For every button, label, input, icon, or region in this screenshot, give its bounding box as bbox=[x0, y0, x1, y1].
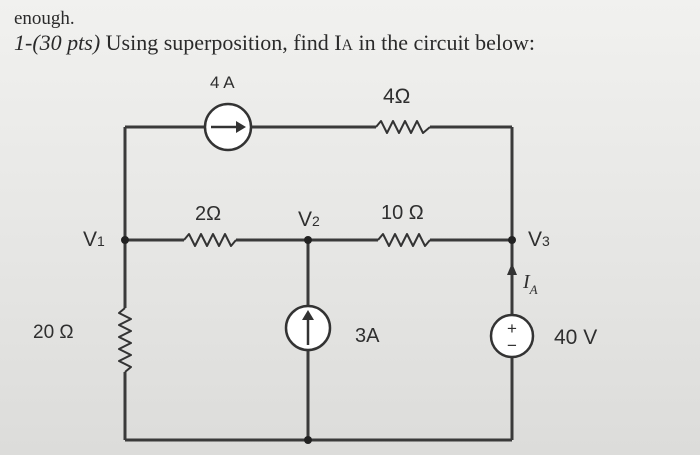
label-v1-main: V bbox=[83, 228, 97, 251]
label-ia-sub: A bbox=[529, 282, 538, 297]
label-v3: V3 bbox=[528, 228, 550, 251]
problem-number: 1-(30 pts) bbox=[14, 30, 101, 55]
label-40v: 40 V bbox=[554, 326, 597, 349]
node-v2-dot bbox=[304, 236, 312, 244]
label-v3-sub: 3 bbox=[542, 233, 550, 249]
label-4ohm: 4Ω bbox=[383, 85, 410, 108]
label-2ohm: 2Ω bbox=[195, 203, 221, 225]
node-bottom-dot bbox=[304, 436, 312, 444]
label-v3-main: V bbox=[528, 228, 542, 251]
label-20ohm: 20 Ω bbox=[33, 322, 74, 343]
minus-sign: − bbox=[507, 336, 517, 355]
arrow-right-icon bbox=[236, 121, 246, 133]
arrow-up-icon bbox=[302, 310, 314, 320]
label-v2-main: V bbox=[298, 208, 312, 231]
problem-statement: 1-(30 pts) Using superposition, find IA … bbox=[14, 30, 535, 56]
current-source-3a bbox=[284, 304, 332, 352]
node-v1-dot bbox=[121, 236, 129, 244]
voltage-source-40v bbox=[489, 313, 535, 359]
label-10ohm: 10 Ω bbox=[381, 202, 424, 224]
label-3a: 3A bbox=[355, 325, 380, 347]
resistor-left-vertical bbox=[118, 307, 132, 373]
label-v1-sub: 1 bbox=[97, 233, 105, 249]
label-ia-main: I bbox=[522, 271, 531, 293]
current-source-4a bbox=[203, 102, 253, 152]
resistor-right-mid bbox=[377, 233, 431, 247]
resistor-top bbox=[375, 120, 431, 134]
label-v2: V2 bbox=[298, 208, 320, 231]
label-ia: IA bbox=[522, 271, 538, 297]
resistor-left-mid bbox=[183, 233, 237, 247]
problem-tail: in the circuit below: bbox=[352, 30, 536, 55]
label-v2-sub: 2 bbox=[312, 213, 320, 229]
current-arrow-up-icon bbox=[507, 263, 517, 275]
problem-subscript: A bbox=[341, 37, 353, 54]
problem-text: Using superposition, find I bbox=[105, 30, 342, 55]
plus-sign: + bbox=[507, 319, 517, 338]
node-v3-dot bbox=[508, 236, 516, 244]
intro-text: enough. bbox=[14, 8, 75, 29]
label-4a: 4 A bbox=[210, 73, 235, 92]
label-v1: V1 bbox=[83, 228, 105, 251]
